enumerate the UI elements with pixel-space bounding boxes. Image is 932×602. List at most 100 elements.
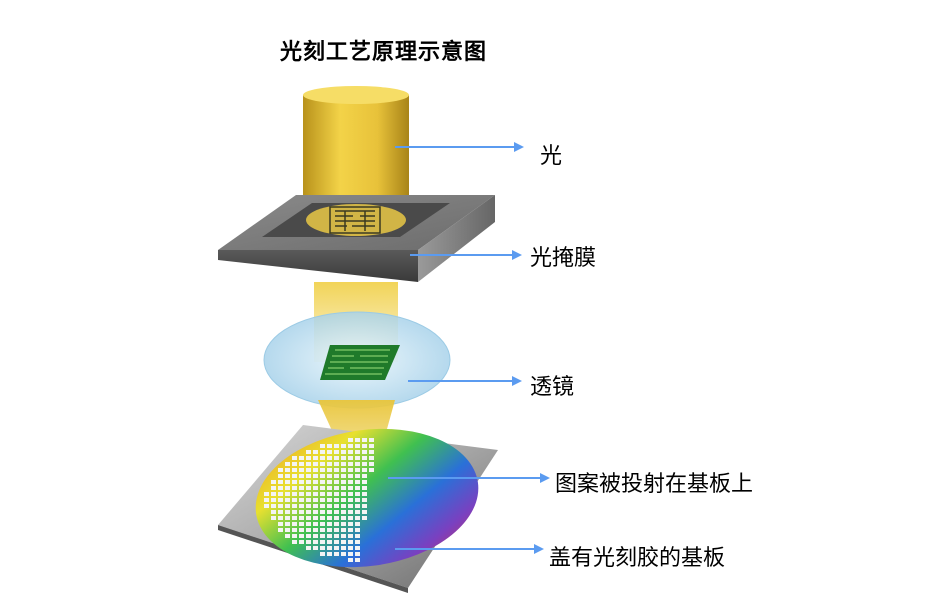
die	[341, 444, 346, 448]
die	[334, 504, 339, 508]
die	[278, 498, 283, 502]
die	[327, 450, 332, 454]
die	[355, 540, 360, 544]
die	[341, 516, 346, 520]
die	[341, 462, 346, 466]
die	[327, 510, 332, 514]
die	[299, 510, 304, 514]
die	[327, 492, 332, 496]
die	[341, 450, 346, 454]
die	[355, 480, 360, 484]
die	[292, 462, 297, 466]
die	[320, 456, 325, 460]
die	[320, 540, 325, 544]
die	[299, 516, 304, 520]
die	[313, 528, 318, 532]
die	[327, 456, 332, 460]
die	[348, 486, 353, 490]
die	[285, 474, 290, 478]
die	[320, 504, 325, 508]
die	[285, 510, 290, 514]
die	[348, 450, 353, 454]
die	[320, 480, 325, 484]
die-grid	[264, 438, 374, 562]
die	[355, 450, 360, 454]
die	[313, 546, 318, 550]
die	[341, 510, 346, 514]
die	[341, 486, 346, 490]
die	[334, 486, 339, 490]
die	[334, 492, 339, 496]
die	[369, 438, 374, 442]
die	[264, 504, 269, 508]
die	[313, 492, 318, 496]
die	[355, 534, 360, 538]
die	[355, 510, 360, 514]
die	[355, 474, 360, 478]
photomask	[218, 195, 495, 282]
die	[348, 534, 353, 538]
die	[320, 552, 325, 556]
die	[355, 528, 360, 532]
die	[306, 462, 311, 466]
die	[306, 480, 311, 484]
die	[327, 480, 332, 484]
die	[306, 540, 311, 544]
die	[327, 522, 332, 526]
die	[313, 468, 318, 472]
die	[334, 510, 339, 514]
die	[369, 444, 374, 448]
die	[285, 462, 290, 466]
die	[362, 492, 367, 496]
die	[299, 468, 304, 472]
die	[320, 450, 325, 454]
die	[320, 516, 325, 520]
die	[320, 492, 325, 496]
die	[369, 450, 374, 454]
die	[341, 534, 346, 538]
die	[369, 462, 374, 466]
die	[348, 480, 353, 484]
die	[348, 552, 353, 556]
die	[292, 498, 297, 502]
die	[292, 480, 297, 484]
die	[355, 462, 360, 466]
die	[341, 456, 346, 460]
die	[341, 528, 346, 532]
die	[320, 444, 325, 448]
die	[362, 486, 367, 490]
die	[278, 516, 283, 520]
die	[362, 510, 367, 514]
die	[299, 504, 304, 508]
die	[348, 528, 353, 532]
die	[278, 480, 283, 484]
die	[327, 468, 332, 472]
die	[313, 456, 318, 460]
die	[278, 468, 283, 472]
die	[299, 522, 304, 526]
die	[285, 486, 290, 490]
die	[306, 522, 311, 526]
die	[313, 450, 318, 454]
die	[348, 492, 353, 496]
die	[299, 474, 304, 478]
die	[271, 510, 276, 514]
die	[299, 492, 304, 496]
die	[320, 528, 325, 532]
die	[278, 522, 283, 526]
die	[348, 510, 353, 514]
die	[313, 480, 318, 484]
die	[271, 492, 276, 496]
die	[355, 438, 360, 442]
die	[285, 468, 290, 472]
die	[327, 540, 332, 544]
die	[299, 534, 304, 538]
die	[355, 522, 360, 526]
die	[327, 546, 332, 550]
die	[327, 462, 332, 466]
die	[278, 474, 283, 478]
die	[348, 540, 353, 544]
die	[313, 462, 318, 466]
die	[320, 462, 325, 466]
